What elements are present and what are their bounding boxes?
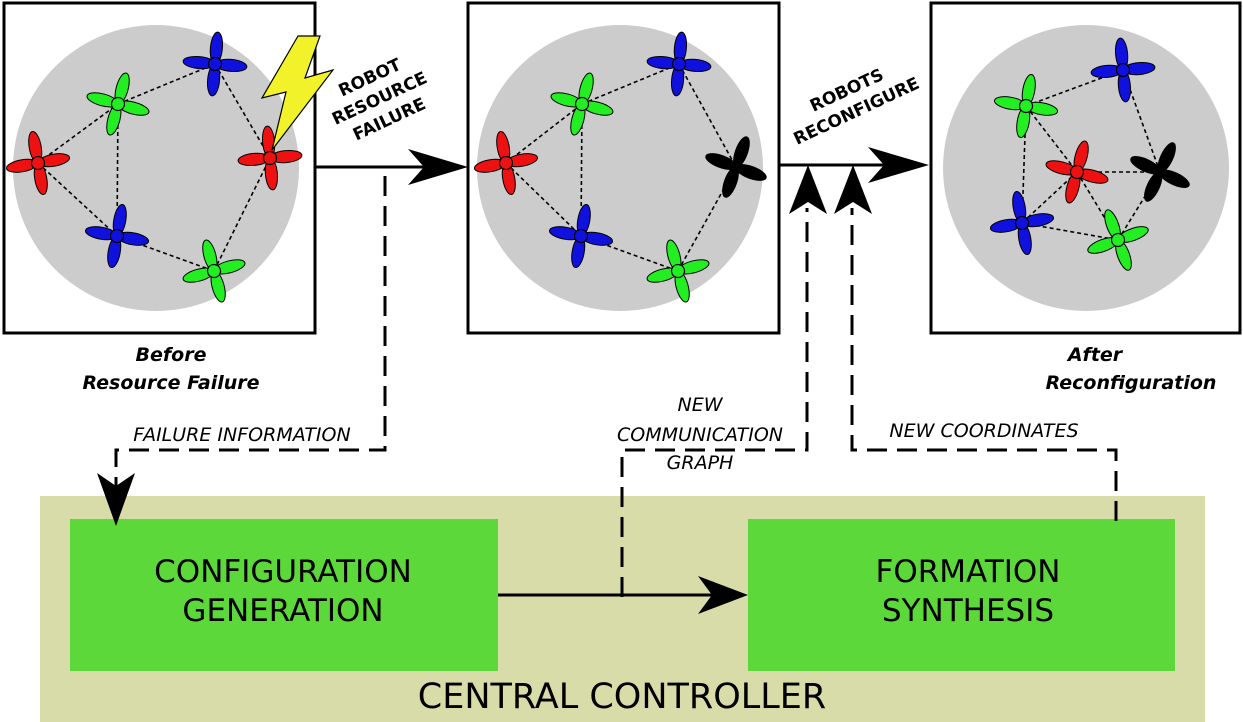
formation-synthesis-block [748, 519, 1175, 671]
robot-resource-failure-label: ROBOT RESOURCE FAILURE [329, 55, 430, 146]
robot-hub [262, 150, 278, 166]
robots-after [989, 37, 1190, 271]
panel-before-failure [2, 1, 317, 335]
robot-red-quadrotor [473, 130, 539, 196]
robot-green-quadrotor [86, 72, 150, 136]
robot-blue-quadrotor [84, 203, 150, 269]
robots-intermediate [473, 31, 767, 303]
robot-hub [1018, 98, 1034, 114]
failure-information-label: FAILURE INFORMATION [133, 424, 350, 446]
new-communication-graph-label-line2: COMMUNICATION [617, 424, 783, 446]
caption-before-line1: Before [136, 344, 207, 366]
robot-blue-quadrotor [1090, 37, 1156, 103]
robot-failed-black-quadrotor [705, 136, 767, 198]
new-communication-graph-path [620, 208, 809, 597]
config-to-formation-arrowhead [698, 576, 748, 614]
robot-hub [671, 56, 687, 72]
robot-hub [1110, 232, 1126, 248]
failure-arrowhead [408, 149, 468, 185]
robot-blue-quadrotor [548, 203, 614, 269]
arena-disc [13, 25, 299, 311]
config-generation-label-line2: GENERATION [182, 593, 383, 629]
robot-hub [30, 155, 46, 171]
robot-hub [206, 263, 222, 279]
configuration-generation-block [70, 519, 498, 671]
robot-blue-quadrotor [182, 31, 248, 97]
failure-information-path [114, 176, 387, 498]
arena-disc [477, 25, 763, 311]
robot-hub [573, 228, 589, 244]
caption-after-line2: Reconfiguration [1046, 372, 1217, 394]
new-coordinates-path [850, 208, 1118, 521]
robot-blue-quadrotor [646, 31, 712, 97]
robot-hub [670, 263, 686, 279]
panel-after-reconfiguration [929, 1, 1242, 335]
robot-hub [498, 155, 514, 171]
lightning-icon [260, 35, 335, 151]
robots-before [5, 31, 303, 303]
central-controller-title: CENTRAL CONTROLLER [418, 677, 826, 717]
robot-hub [1069, 164, 1085, 180]
robots-reconfigure-label: ROBOTS RECONFIGURE [791, 65, 923, 149]
robot-red-quadrotor [5, 130, 71, 196]
formation-synthesis-label-line1: FORMATION [876, 554, 1061, 590]
caption-before-line2: Resource Failure [82, 372, 259, 394]
robot-red-quadrotor [237, 125, 303, 191]
robot-blue-quadrotor [989, 190, 1055, 256]
robot-failed-black-quadrotor [1130, 142, 1190, 202]
robot-green-quadrotor [1087, 209, 1149, 271]
robot-hub [109, 228, 125, 244]
robot-hub [1152, 164, 1168, 180]
robot-hub [1115, 62, 1131, 78]
robot-green-quadrotor [182, 239, 246, 303]
comm-graph-upward-arrowhead [789, 165, 827, 214]
robot-red-quadrotor [1045, 140, 1109, 204]
robot-hub [207, 56, 223, 72]
robot-hub [728, 159, 744, 175]
arena-disc [943, 25, 1229, 311]
dashed-signal-paths [114, 176, 1118, 597]
failure-information-arrowhead [97, 473, 135, 526]
robot-green-quadrotor [550, 72, 614, 136]
robot-hub [1014, 215, 1030, 231]
config-generation-label-line1: CONFIGURATION [154, 554, 412, 590]
robot-green-quadrotor [993, 73, 1059, 139]
robot-hub [574, 96, 590, 112]
new-communication-graph-label-line1: NEW [677, 394, 723, 416]
robot-green-quadrotor [646, 239, 710, 303]
robot-hub [110, 96, 126, 112]
formation-synthesis-label-line2: SYNTHESIS [882, 593, 1054, 629]
coordinates-upward-arrowhead [834, 165, 872, 214]
caption-after-line1: After [1066, 344, 1124, 366]
reconfigure-arrowhead [868, 147, 929, 183]
new-communication-graph-label-line3: GRAPH [667, 452, 734, 474]
new-coordinates-label: NEW COORDINATES [889, 420, 1078, 442]
